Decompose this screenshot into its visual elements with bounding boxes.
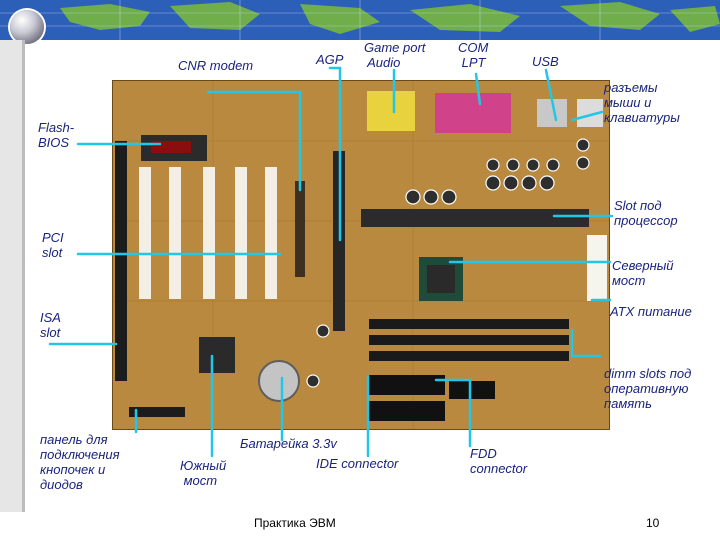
label-com-lpt: COM LPT	[458, 40, 489, 70]
label-atx-power: ATX питание	[610, 304, 692, 319]
header-map-band	[0, 0, 720, 40]
callout-line-com	[474, 72, 482, 106]
label-dimm-slots: dimm slots под оперативную память	[604, 366, 692, 411]
label-processor-slot: Slot под процессор	[614, 198, 678, 228]
label-game-port: Game port Audio	[364, 40, 426, 70]
label-south-bridge: Южный мост	[180, 458, 227, 488]
callout-line-usb	[544, 68, 558, 122]
callout-line-mouse	[570, 110, 604, 122]
label-fdd-connector: FDD connector	[470, 446, 528, 476]
callout-line-dimm	[570, 328, 602, 358]
callout-line-cnr	[206, 90, 302, 192]
label-flash-bios: Flash- BIOS	[38, 120, 75, 150]
label-isa-slot: ISA slot	[40, 310, 61, 340]
label-cnr-modem: CNR modem	[178, 58, 254, 73]
label-front-panel: панель для подключения кнопочек и диодов	[40, 432, 120, 492]
world-map-decoration	[0, 0, 720, 40]
label-pci-slot: PCI slot	[42, 230, 64, 260]
callout-line-agp	[328, 66, 342, 242]
label-mouse-keyboard: разъемы мыши и клавиатуры	[604, 80, 680, 125]
page-number: 10	[646, 516, 660, 530]
label-agp: AGP	[316, 52, 344, 67]
footer-title: Практика ЭВМ	[254, 516, 336, 530]
callout-line-fdd	[434, 378, 472, 448]
label-ide-connector: IDE connector	[316, 456, 399, 471]
left-margin-band	[0, 40, 22, 512]
label-battery: Батарейка 3.3v	[240, 436, 337, 451]
globe-icon	[10, 10, 44, 44]
label-usb: USB	[532, 54, 559, 69]
label-north-bridge: Северный мост	[612, 258, 674, 288]
left-margin-line	[22, 40, 25, 512]
